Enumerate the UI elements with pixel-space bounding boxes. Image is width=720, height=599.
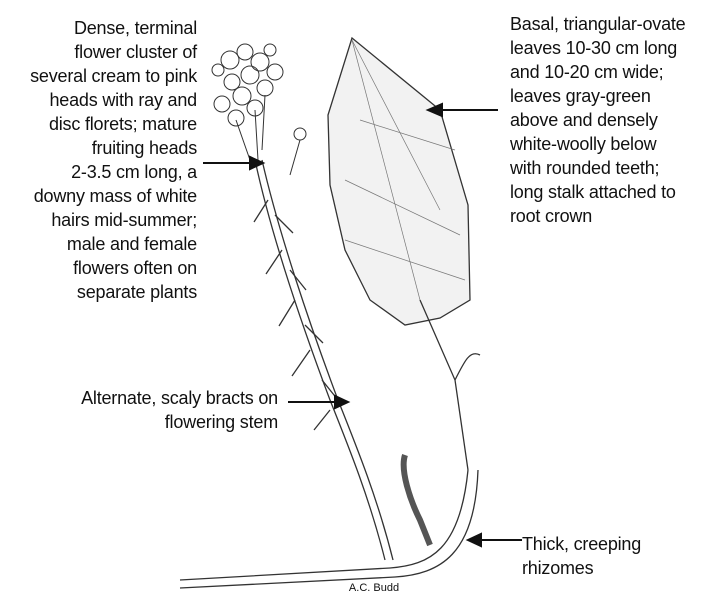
rhizomes-label: Thick, creeping rhizomes	[522, 532, 720, 580]
illustrator-credit: A.C. Budd	[334, 582, 414, 594]
leaves-label: Basal, triangular-ovate leaves 10-30 cm …	[510, 12, 720, 228]
arrow-bracts	[288, 396, 348, 408]
arrow-leaves	[428, 104, 498, 116]
leaf	[328, 38, 470, 470]
arrow-rhizomes	[468, 534, 522, 546]
flower-cluster	[212, 44, 306, 175]
arrow-flower	[203, 157, 263, 169]
bracts-label: Alternate, scaly bracts on flowering ste…	[40, 386, 278, 434]
flower-cluster-label: Dense, terminal flower cluster of severa…	[0, 16, 197, 304]
